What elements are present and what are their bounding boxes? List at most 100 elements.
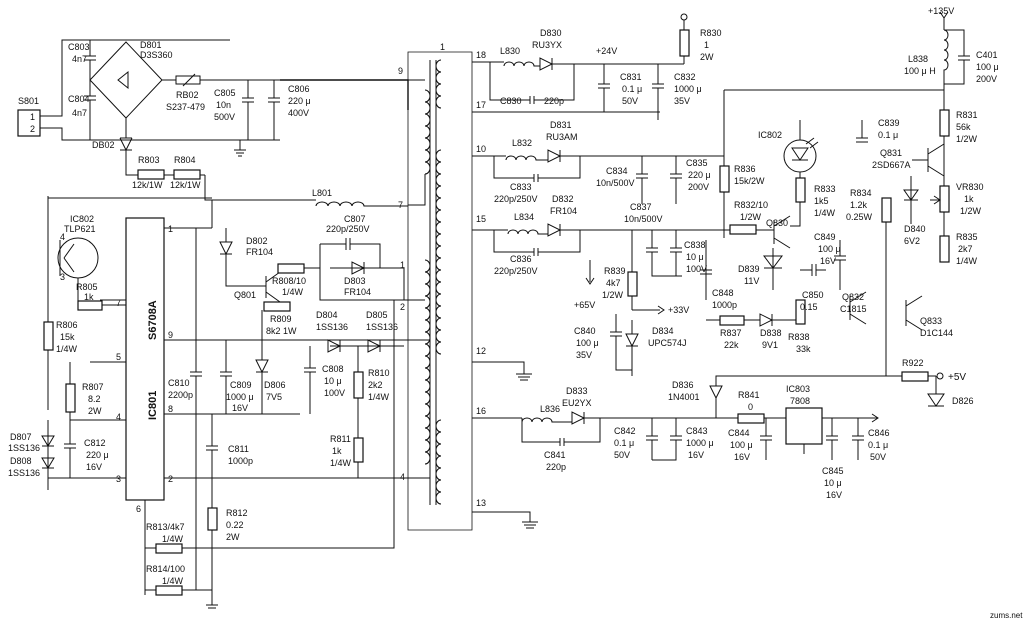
svg-text:10n/500V: 10n/500V (624, 214, 663, 224)
r806-resistor (43, 321, 54, 351)
svg-text:16V: 16V (826, 490, 842, 500)
rb02-thermistor (162, 73, 232, 87)
svg-text:C836: C836 (510, 254, 532, 264)
svg-text:2200p: 2200p (168, 390, 193, 400)
svg-text:R811: R811 (330, 434, 351, 444)
r836-resistor (719, 165, 730, 193)
svg-text:1/2W: 1/2W (956, 134, 978, 144)
svg-text:220p: 220p (546, 462, 566, 472)
svg-text:L836: L836 (540, 404, 560, 414)
s801-pin1: 1 (30, 112, 35, 122)
svg-text:100V: 100V (324, 388, 345, 398)
svg-text:D840: D840 (904, 224, 926, 234)
q832-transistor (849, 291, 867, 325)
svg-text:C846: C846 (868, 428, 890, 438)
svg-text:Q832: Q832 (842, 292, 864, 302)
svg-text:10 μ: 10 μ (324, 376, 342, 386)
svg-text:R832/10: R832/10 (734, 200, 768, 210)
svg-text:C830: C830 (500, 96, 522, 106)
r804-resistor (173, 169, 201, 180)
svg-text:2W: 2W (88, 406, 102, 416)
svg-text:VR830: VR830 (956, 182, 984, 192)
svg-text:0.1 μ: 0.1 μ (868, 440, 888, 450)
output-5v: L836 D833 EU2YX C841 220p C842 0.1 μ 50V… (472, 358, 974, 500)
s801-pin2: 2 (30, 124, 35, 134)
r809-resistor (263, 301, 291, 312)
svg-text:1SS136: 1SS136 (316, 322, 348, 332)
svg-text:220p: 220p (544, 96, 564, 106)
svg-text:C805: C805 (214, 88, 236, 98)
svg-text:D803: D803 (344, 276, 366, 286)
l801-inductor (300, 199, 408, 207)
r833-resistor (795, 177, 806, 203)
svg-text:1k: 1k (332, 446, 342, 456)
svg-text:1/4W: 1/4W (56, 344, 78, 354)
svg-text:D805: D805 (366, 310, 388, 320)
svg-text:FR104: FR104 (344, 287, 371, 297)
svg-text:R806: R806 (56, 320, 78, 330)
svg-text:7: 7 (116, 298, 121, 308)
svg-text:1: 1 (704, 40, 709, 50)
svg-text:R839: R839 (604, 266, 626, 276)
d826-diode (927, 376, 945, 407)
svg-text:16V: 16V (820, 256, 836, 266)
svg-text:50V: 50V (870, 452, 886, 462)
svg-text:R809: R809 (270, 314, 292, 324)
svg-text:R837: R837 (720, 328, 742, 338)
svg-text:C1815: C1815 (840, 304, 867, 314)
svg-text:6V2: 6V2 (904, 236, 920, 246)
flyback-transformer: 1 9 7 1 2 4 18 17 10 15 12 16 13 (398, 42, 486, 531)
svg-text:11V: 11V (744, 276, 759, 286)
output-24v: L830 D830 RU3YX C830 220p +24V C831 0.1 … (472, 13, 722, 120)
svg-text:1000 μ: 1000 μ (686, 438, 714, 448)
svg-text:D3S360: D3S360 (140, 50, 173, 60)
ic803-regulator (785, 407, 823, 445)
svg-text:+135V: +135V (928, 6, 954, 16)
svg-text:R836: R836 (734, 164, 756, 174)
svg-text:R805: R805 (76, 282, 98, 292)
svg-text:C810: C810 (168, 378, 190, 388)
svg-text:35V: 35V (576, 350, 592, 360)
svg-text:220p/250V: 220p/250V (326, 224, 370, 234)
svg-text:3: 3 (116, 474, 121, 484)
svg-text:D802: D802 (246, 236, 268, 246)
svg-text:50V: 50V (614, 450, 630, 460)
svg-text:D804: D804 (316, 310, 338, 320)
svg-text:15k/2W: 15k/2W (734, 176, 765, 186)
svg-text:FR104: FR104 (550, 206, 577, 216)
c807-capacitor (319, 238, 404, 269)
svg-text:1/4W: 1/4W (282, 287, 304, 297)
svg-text:8.2: 8.2 (88, 394, 101, 404)
svg-text:1000 μ: 1000 μ (226, 392, 254, 402)
c830-capacitor (489, 62, 575, 104)
svg-text:220p/250V: 220p/250V (494, 194, 538, 204)
c811-capacitor (206, 414, 218, 508)
svg-text:D839: D839 (738, 264, 760, 274)
svg-text:+5V: +5V (948, 372, 966, 383)
r832-resistor (729, 224, 757, 235)
svg-text:D806: D806 (264, 380, 286, 390)
svg-text:R803: R803 (138, 155, 160, 165)
svg-text:1/4W: 1/4W (368, 392, 390, 402)
svg-text:FR104: FR104 (246, 247, 273, 257)
svg-text:10n/500V: 10n/500V (596, 178, 635, 188)
r812-resistor (207, 507, 218, 531)
svg-text:12: 12 (476, 346, 486, 356)
svg-text:L838: L838 (908, 54, 928, 64)
svg-text:0.22: 0.22 (226, 520, 244, 530)
mains-input: S801 1 2 D801 D3S360 C803 4n7 C804 4n7 R… (17, 39, 409, 190)
svg-text:7808: 7808 (790, 396, 810, 406)
svg-text:C834: C834 (606, 166, 628, 176)
svg-text:D801: D801 (140, 40, 162, 50)
r803-resistor (137, 169, 165, 180)
svg-text:TLP621: TLP621 (64, 224, 96, 234)
svg-text:IC802: IC802 (758, 130, 782, 140)
c812-capacitor (64, 420, 76, 478)
svg-text:C841: C841 (544, 450, 566, 460)
svg-text:0.1 μ: 0.1 μ (878, 130, 898, 140)
svg-text:IC802: IC802 (70, 214, 94, 224)
svg-text:R834: R834 (850, 188, 872, 198)
db02-diode (119, 118, 205, 176)
svg-text:0.25W: 0.25W (846, 212, 873, 222)
svg-text:4: 4 (60, 232, 65, 242)
